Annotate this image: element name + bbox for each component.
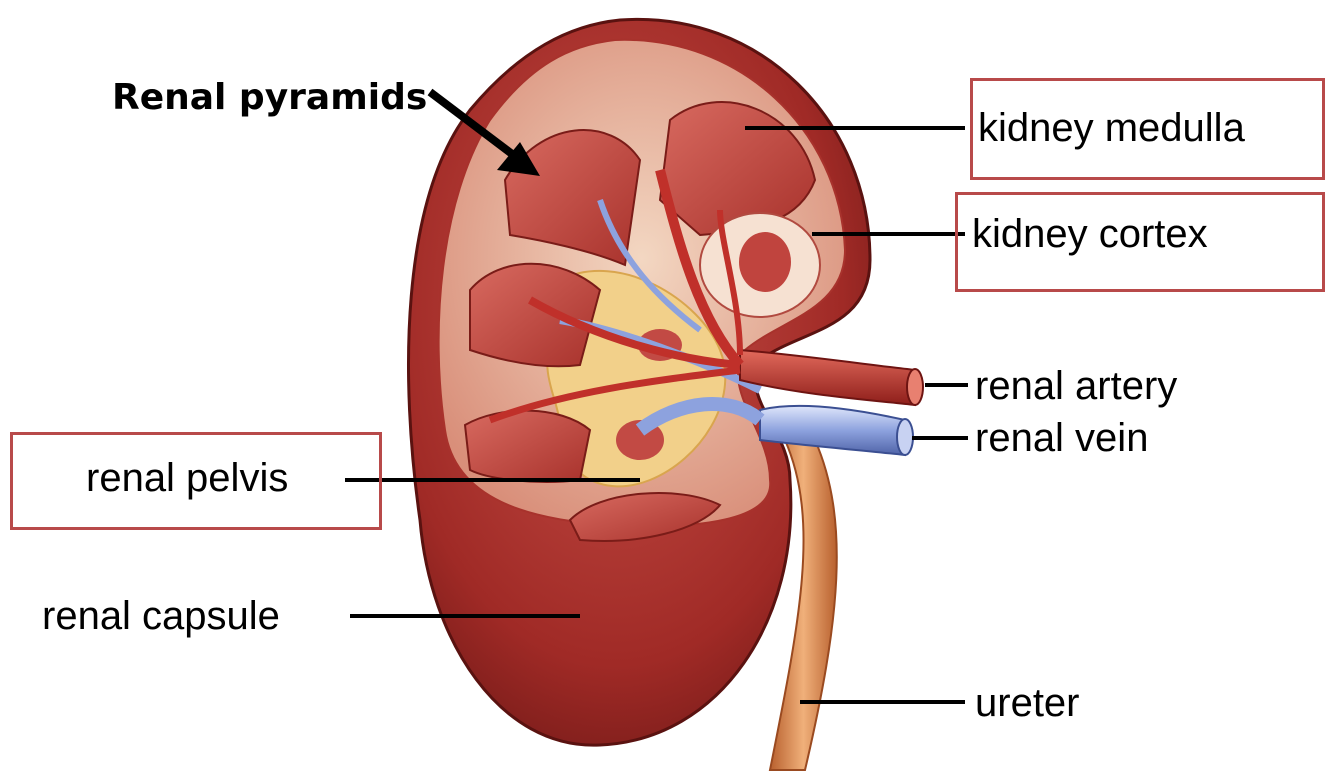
renal-artery-opening xyxy=(907,369,923,405)
label-kidney-medulla: kidney medulla xyxy=(978,108,1245,148)
pyramid-mid-left xyxy=(470,264,600,367)
renal-vein-opening xyxy=(897,419,913,455)
renal-artery-tube xyxy=(740,350,915,405)
label-kidney-cortex: kidney cortex xyxy=(972,214,1208,254)
pyramid-lower-left xyxy=(465,411,590,482)
label-renal-artery: renal artery xyxy=(975,366,1177,406)
label-renal-pelvis: renal pelvis xyxy=(86,458,288,498)
pyramid-cortex-core xyxy=(739,232,791,292)
label-ureter: ureter xyxy=(975,683,1080,723)
label-renal-capsule: renal capsule xyxy=(42,596,280,636)
label-renal-vein: renal vein xyxy=(975,418,1148,458)
label-renal-pyramids: Renal pyramids xyxy=(112,80,427,116)
